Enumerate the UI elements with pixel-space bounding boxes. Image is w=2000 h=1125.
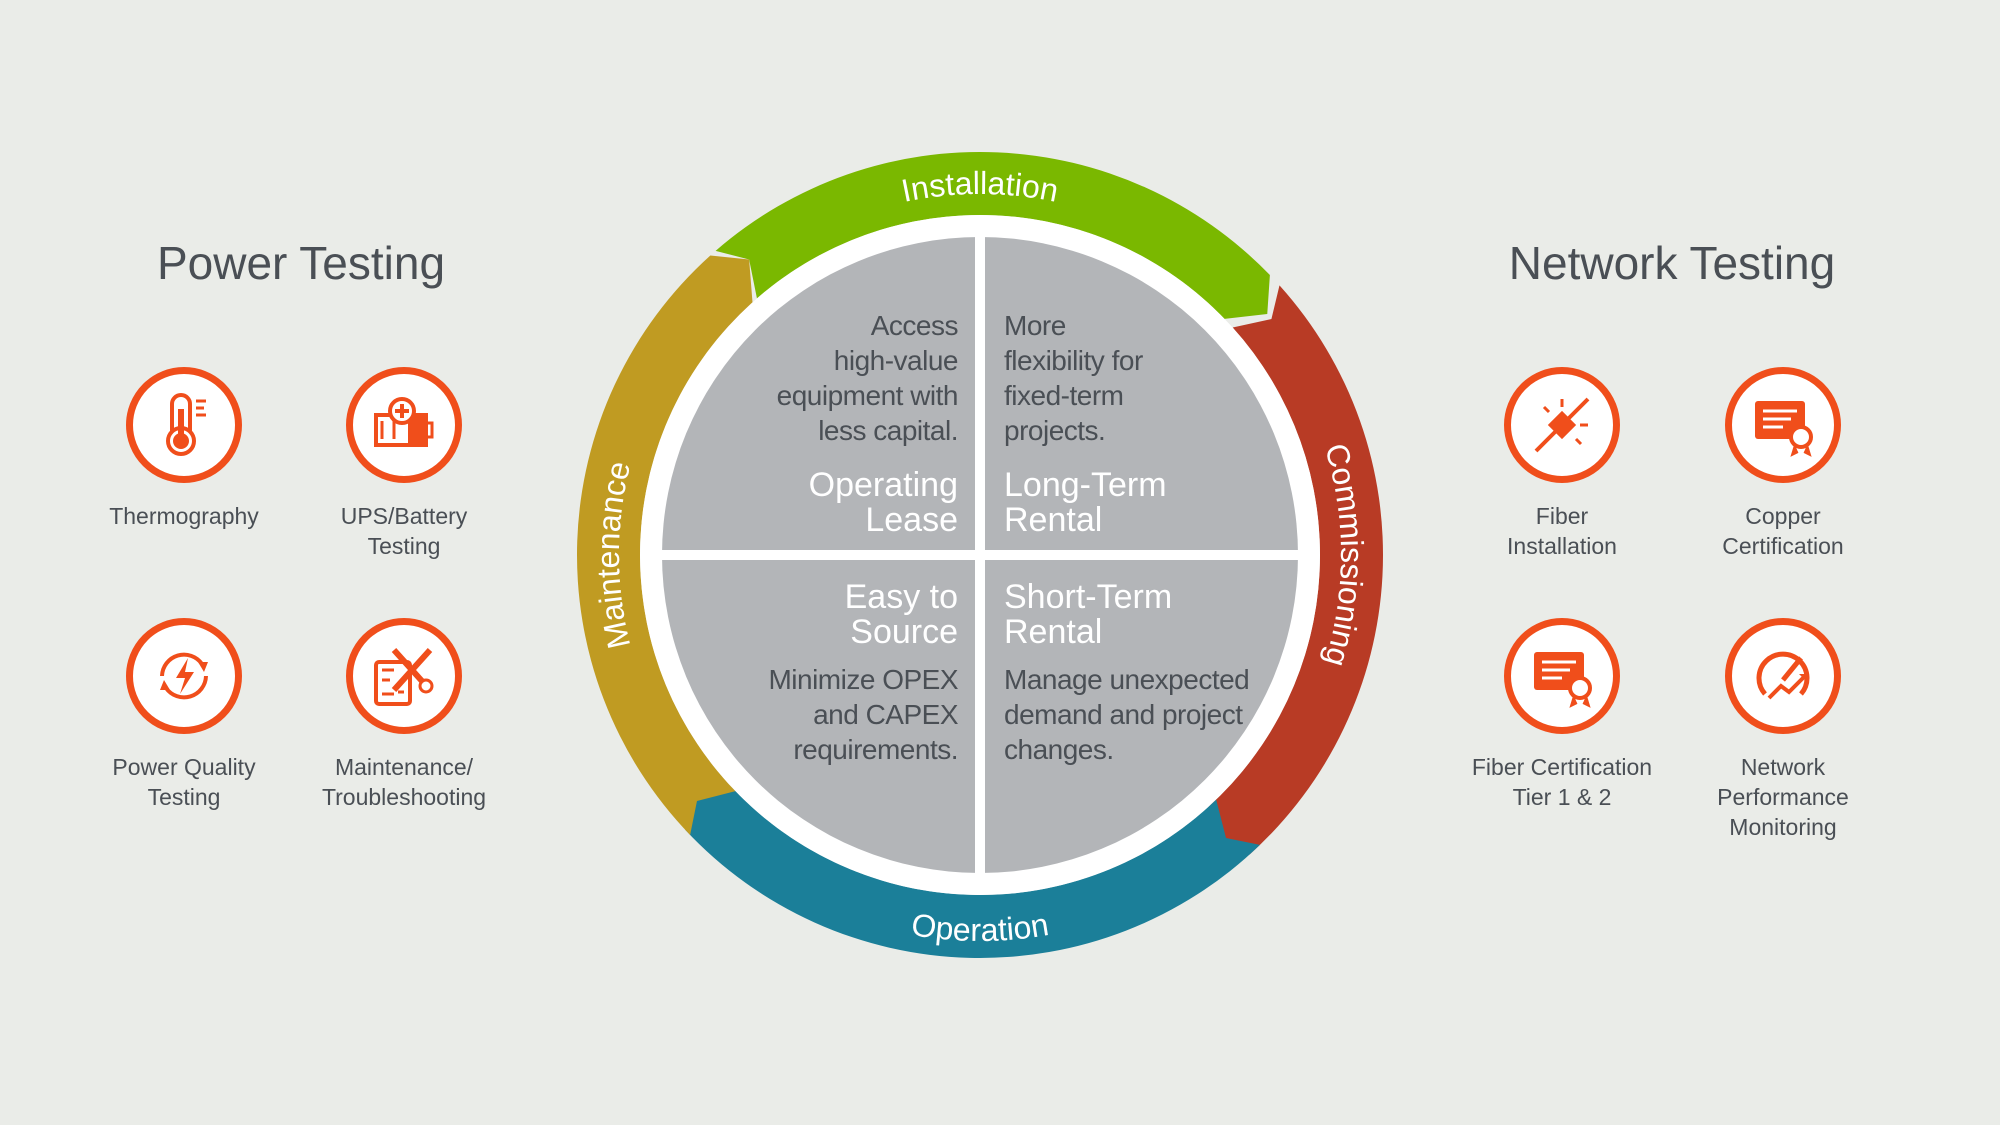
fiber-connector-icon bbox=[1504, 367, 1620, 483]
certificate-icon bbox=[1725, 367, 1841, 483]
stage-operation-label: Operation bbox=[909, 906, 1051, 948]
quadrant-heading: Short-Term Rental bbox=[1004, 578, 1173, 651]
gauge-icon bbox=[1725, 618, 1841, 734]
quadrant-body: Access high-value equipment with less ca… bbox=[776, 310, 959, 446]
stage-band-commissioning bbox=[1207, 285, 1383, 855]
tile-label: Fiber Certification Tier 1 & 2 bbox=[1471, 754, 1653, 810]
tile-label: UPS/Battery Testing bbox=[340, 503, 468, 559]
quadrant-heading: Operating Lease bbox=[808, 466, 958, 539]
stage-band-installation bbox=[715, 151, 1270, 319]
thermometer-icon bbox=[126, 367, 242, 483]
stage-band-operation bbox=[685, 786, 1260, 958]
quadrant-body: More flexibility for fixed-term projects… bbox=[1004, 310, 1143, 446]
quadrant-body: Minimize OPEX and CAPEX requirements. bbox=[768, 664, 958, 765]
tile-maintenance-troubleshooting: Maintenance/ Troubleshooting bbox=[294, 618, 514, 812]
quadrant-easy-to-source: Easy to Source Minimize OPEX and CAPEX r… bbox=[658, 580, 958, 767]
quadrant-operating-lease: Access high-value equipment with less ca… bbox=[658, 308, 959, 539]
tile-thermography: Thermography bbox=[74, 367, 294, 531]
tile-fiber-installation: Fiber Installation bbox=[1452, 367, 1672, 561]
tile-label: Fiber Installation bbox=[1507, 503, 1617, 559]
tile-label: Thermography bbox=[109, 503, 259, 529]
tile-label: Maintenance/ Troubleshooting bbox=[321, 754, 487, 810]
wrench-panel-icon bbox=[346, 618, 462, 734]
quadrant-long-term-rental: More flexibility for fixed-term projects… bbox=[1004, 308, 1304, 538]
stage-band-maintenance bbox=[577, 255, 753, 835]
tile-label: Copper Certification bbox=[1722, 503, 1844, 559]
quadrant-short-term-rental: Short-Term Rental Manage unexpected dema… bbox=[1004, 580, 1304, 767]
horizontal-divider bbox=[655, 550, 1305, 560]
tile-label: Power Quality Testing bbox=[112, 754, 256, 810]
tile-network-performance-monitoring: Network Performance Monitoring bbox=[1673, 618, 1893, 842]
tile-copper-certification: Copper Certification bbox=[1673, 367, 1893, 561]
tile-ups-battery-testing: UPS/Battery Testing bbox=[294, 367, 514, 561]
power-cycle-icon bbox=[126, 618, 242, 734]
quadrant-heading: Long-Term Rental bbox=[1004, 466, 1167, 539]
battery-plus-icon bbox=[346, 367, 462, 483]
quadrant-body: Manage unexpected demand and project cha… bbox=[1004, 664, 1250, 765]
tile-fiber-certification: Fiber Certification Tier 1 & 2 bbox=[1452, 618, 1672, 812]
certificate-icon bbox=[1504, 618, 1620, 734]
tile-label: Network Performance Monitoring bbox=[1717, 754, 1849, 840]
network-testing-title: Network Testing bbox=[1508, 237, 1836, 289]
tile-power-quality-testing: Power Quality Testing bbox=[74, 618, 294, 812]
quadrant-heading: Easy to Source bbox=[844, 578, 958, 651]
power-testing-title: Power Testing bbox=[156, 237, 446, 289]
